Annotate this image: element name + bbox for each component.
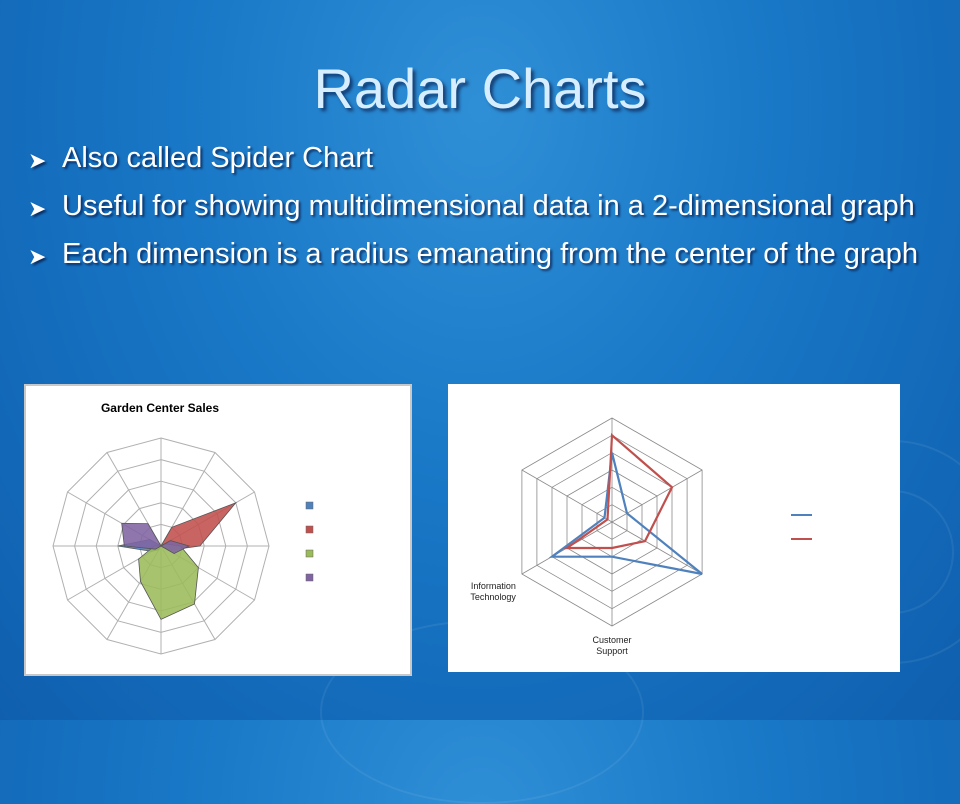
bullet-text: Useful for showing multidimensional data…: [62, 190, 915, 222]
legend-swatch: [305, 501, 314, 510]
garden-center-sales-chart: Garden Center Sales: [24, 384, 412, 676]
bullet-item: ➤ Also called Spider Chart: [28, 140, 938, 176]
chart-title: Garden Center Sales: [101, 401, 219, 415]
category-label-line: Support: [596, 646, 628, 656]
category-label-line: Information: [471, 581, 516, 591]
bullet-item: ➤ Each dimension is a radius emanating fr…: [28, 236, 938, 272]
series-line-allocated-budget: [548, 452, 703, 576]
arrow-bullet-icon: ➤: [28, 196, 47, 221]
arrow-bullet-icon: ➤: [28, 148, 47, 173]
category-label-line: Technology: [470, 592, 516, 602]
legend-swatch: [305, 525, 314, 534]
series-area-flowers: [138, 543, 199, 620]
arrow-bullet-icon: ➤: [28, 244, 47, 269]
bullet-text: Each dimension is a radius emanating fro…: [62, 238, 918, 270]
category-label-line: Customer: [592, 635, 631, 645]
grid-spoke: [521, 469, 613, 523]
grid-spoke: [611, 521, 703, 575]
bullet-list: ➤ Also called Spider Chart ➤ Useful for sh…: [28, 140, 938, 284]
legend-swatch: [305, 573, 314, 582]
slide-title: Radar Charts: [313, 57, 647, 120]
legend-swatch: [305, 549, 314, 558]
bullet-item: ➤ Useful for showing multidimensional dat…: [28, 188, 938, 224]
series-line-actual-spending: [563, 432, 674, 550]
garden-radar-svg: Garden Center Sales: [52, 401, 314, 655]
bullet-text: Also called Spider Chart: [62, 142, 374, 174]
series-area-trees-shrubs: [121, 522, 191, 555]
